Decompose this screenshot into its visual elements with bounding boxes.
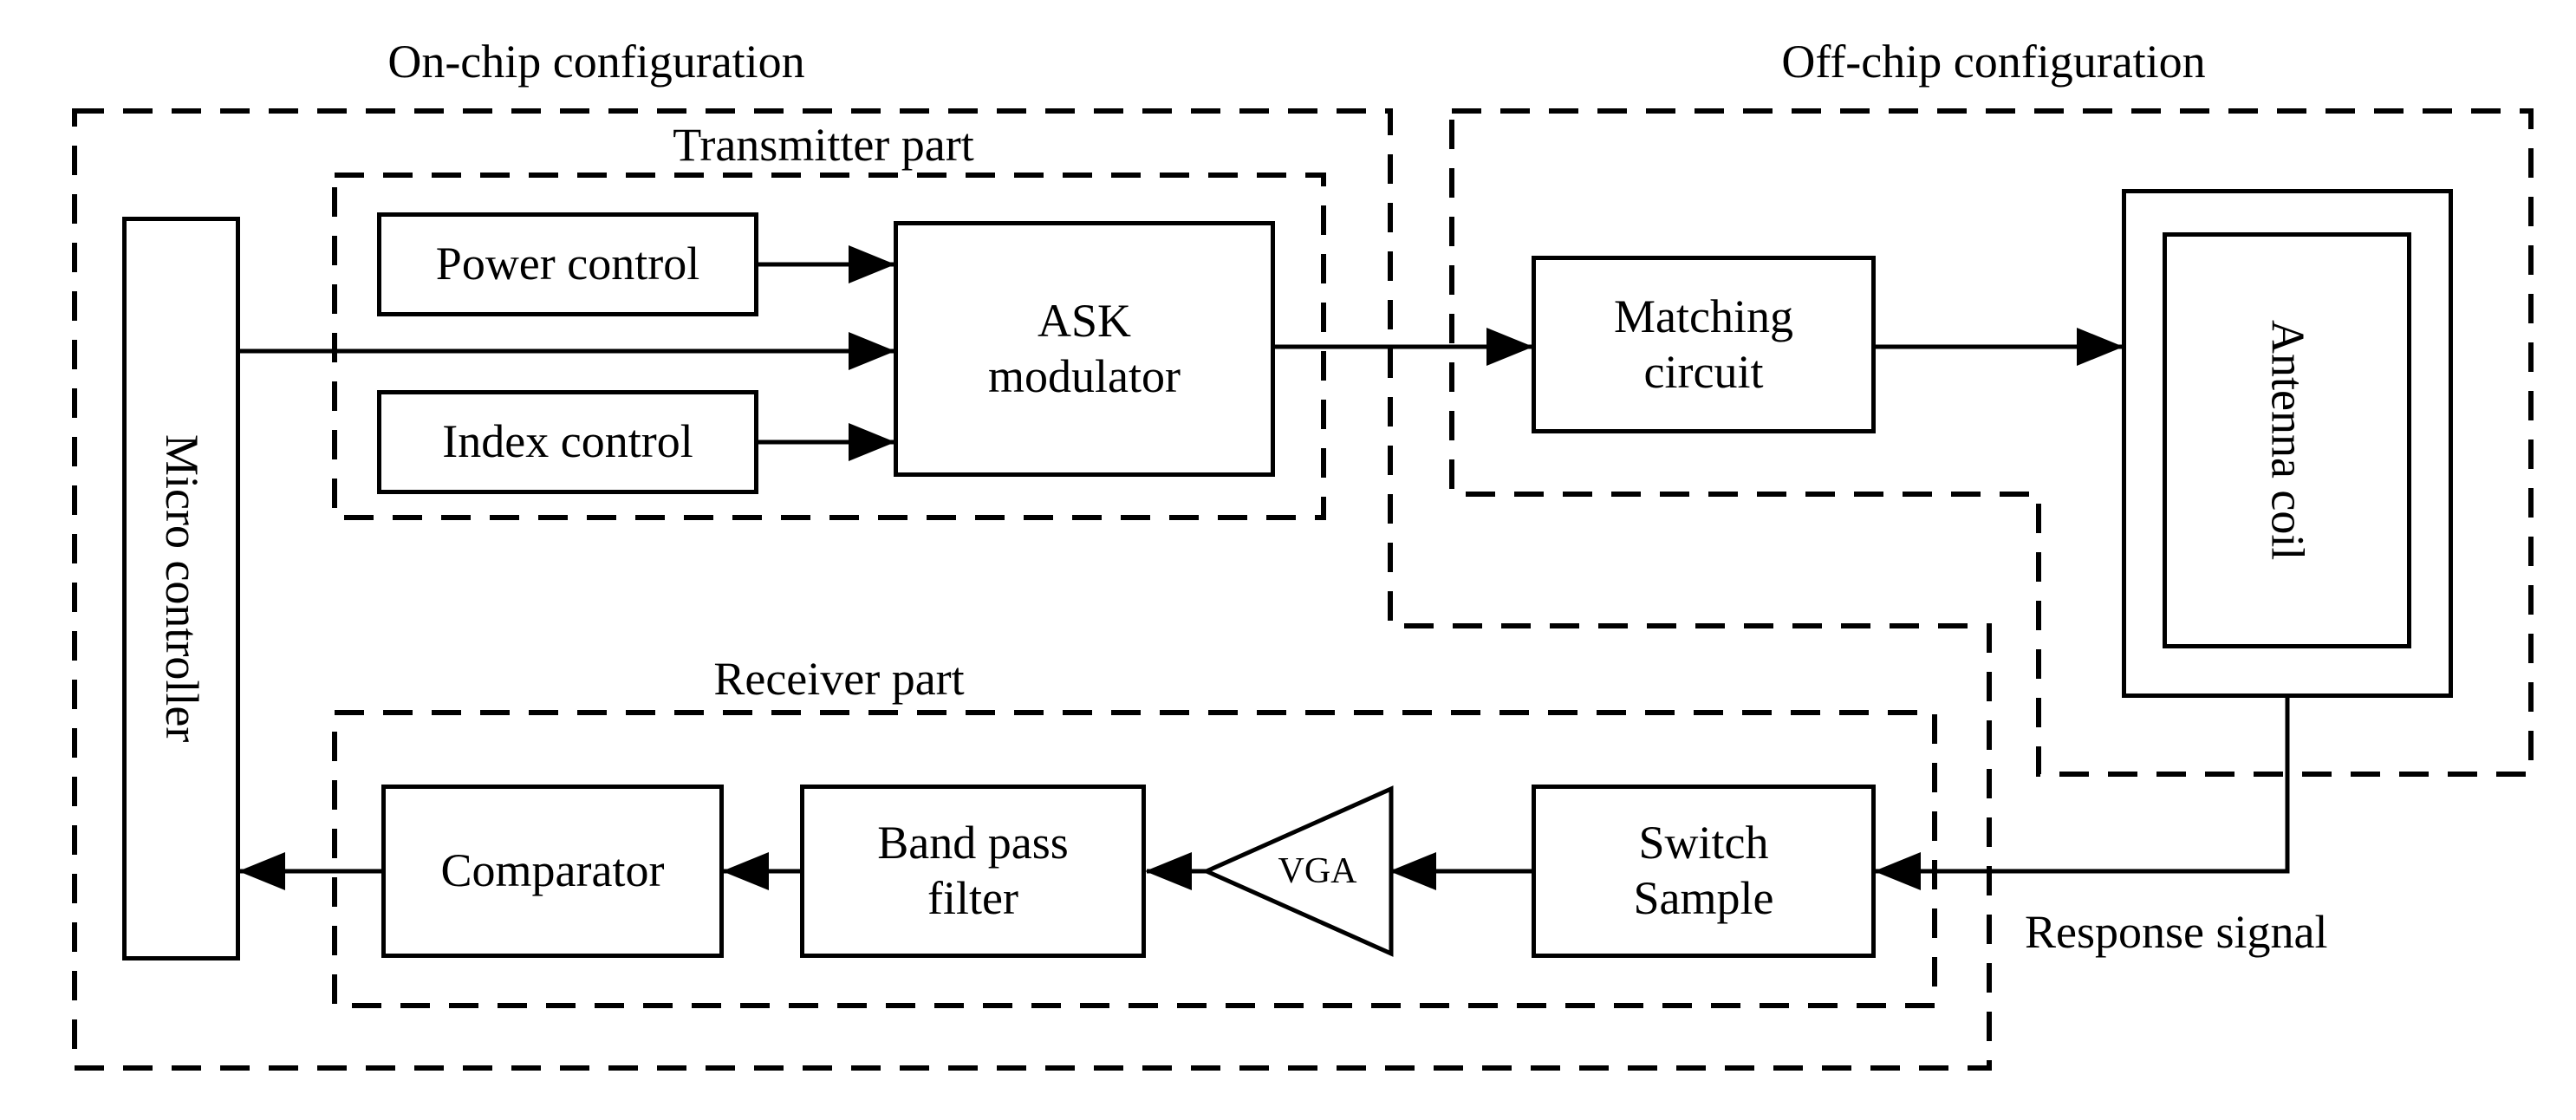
wire-antenna-to-switch [1874, 696, 2290, 890]
transmitter-section-label: Transmitter part [673, 119, 974, 171]
matching-circuit-line2: circuit [1643, 345, 1764, 398]
receiver-section-label: Receiver part [713, 653, 965, 705]
response-signal-label: Response signal [2025, 906, 2328, 958]
comparator-block: Comparator [381, 785, 724, 958]
band-pass-filter-line1: Band pass [877, 817, 1069, 869]
switch-sample-line2: Sample [1633, 872, 1774, 924]
switch-sample-label: Switch Sample [1634, 816, 1774, 926]
matching-circuit-line1: Matching [1614, 290, 1793, 342]
vga-amplifier-triangle [1200, 785, 1394, 957]
matching-circuit-label: Matching circuit [1614, 290, 1793, 400]
ask-modulator-block: ASK modulator [894, 221, 1275, 477]
onchip-boundary [72, 108, 1992, 1071]
offchip-boundary [1449, 108, 2534, 777]
matching-circuit-block: Matching circuit [1532, 256, 1876, 433]
band-pass-filter-block: Band pass filter [800, 785, 1146, 958]
ask-modulator-line2: modulator [988, 349, 1181, 402]
band-pass-filter-line2: filter [927, 872, 1018, 924]
switch-sample-block: Switch Sample [1532, 785, 1876, 958]
index-control-label: Index control [442, 415, 693, 468]
ask-modulator-line1: ASK [1037, 294, 1132, 347]
comparator-label: Comparator [440, 844, 665, 897]
switch-sample-line1: Switch [1638, 817, 1769, 869]
transmitter-boundary [332, 173, 1326, 520]
band-pass-filter-label: Band pass filter [877, 816, 1068, 926]
vga-label: VGA [1278, 851, 1357, 891]
offchip-title: Off-chip configuration [1781, 36, 2206, 88]
receiver-boundary [332, 710, 1937, 1008]
ask-modulator-label: ASK modulator [988, 294, 1181, 404]
antenna-coil-block: Antenna coil [2163, 232, 2411, 648]
power-control-block: Power control [377, 212, 758, 316]
antenna-coil-label: Antenna coil [2261, 320, 2314, 561]
onchip-title: On-chip configuration [387, 36, 805, 88]
power-control-label: Power control [435, 238, 700, 290]
micro-controller-block: Micro controller [122, 217, 240, 960]
micro-controller-label: Micro controller [155, 434, 208, 743]
index-control-block: Index control [377, 390, 758, 494]
